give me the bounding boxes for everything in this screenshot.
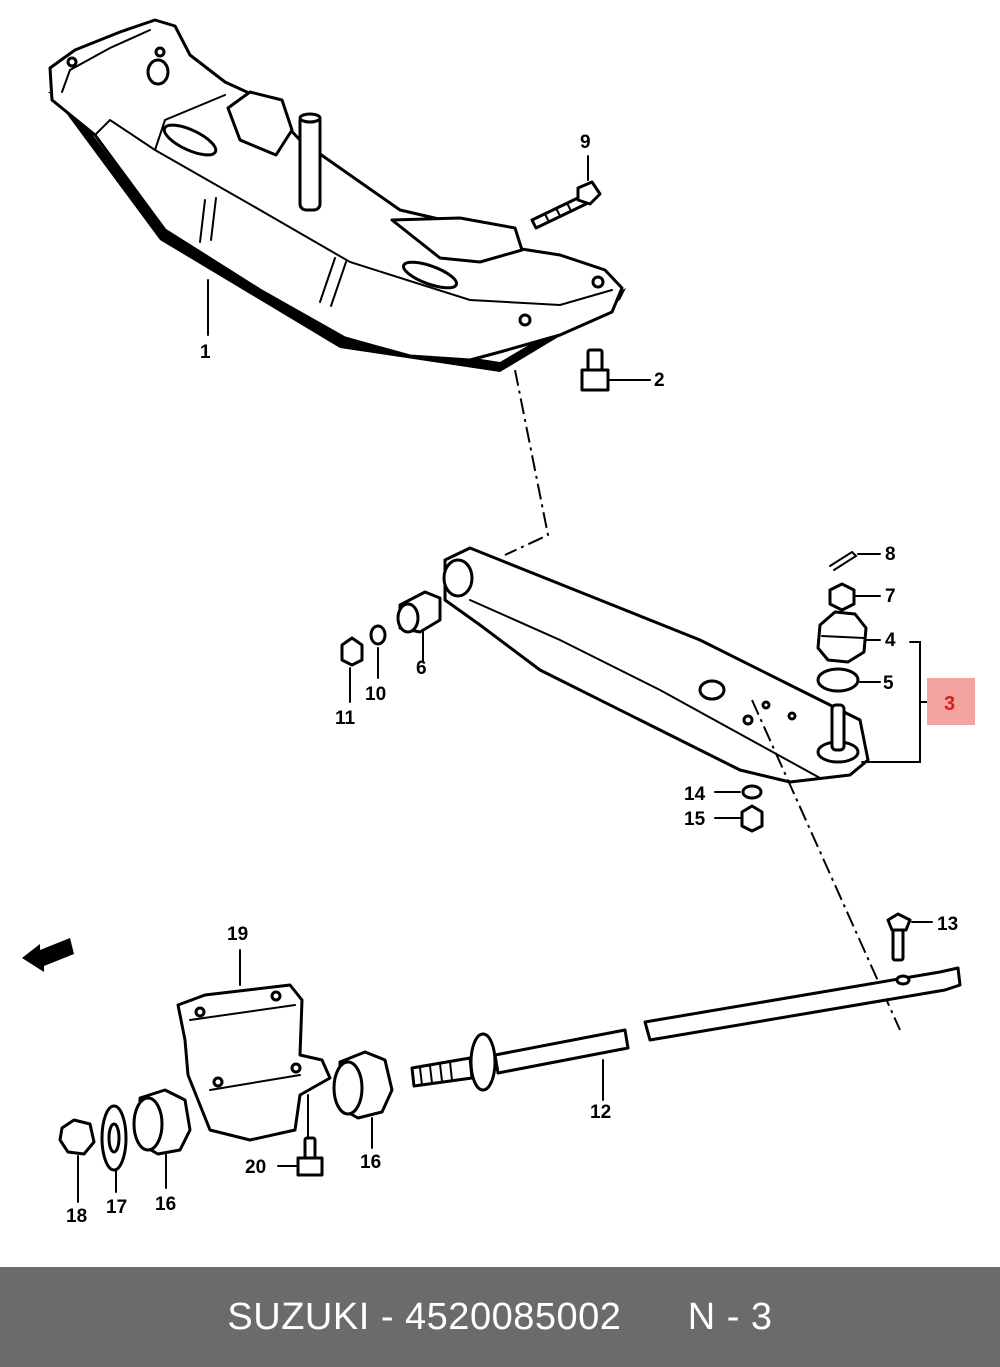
nut-2-part bbox=[580, 348, 610, 392]
bushing-16-right-part bbox=[332, 1050, 394, 1120]
lower-arm-part bbox=[442, 546, 870, 784]
bushing-6-part bbox=[396, 590, 442, 634]
callout-10: 10 bbox=[365, 684, 386, 705]
bolt-9-part bbox=[530, 180, 602, 230]
footer-part-number: SUZUKI - 4520085002 N - 3 bbox=[227, 1295, 773, 1338]
callout-2: 2 bbox=[654, 370, 665, 391]
callout-15: 15 bbox=[684, 809, 706, 830]
bolt-20-part bbox=[296, 1136, 324, 1177]
castle-nut-7-part bbox=[828, 582, 856, 612]
callout-7: 7 bbox=[885, 586, 896, 607]
callout-4: 4 bbox=[885, 630, 896, 651]
cotter-pin-8-part bbox=[829, 550, 858, 571]
callout-16-right: 16 bbox=[360, 1152, 381, 1173]
bolt-13-part bbox=[886, 912, 912, 962]
washer-10-part bbox=[369, 624, 387, 646]
callout-11: 11 bbox=[335, 708, 356, 729]
callout-13: 13 bbox=[937, 914, 958, 935]
nut-11-part bbox=[340, 636, 364, 667]
callout-6: 6 bbox=[416, 658, 427, 679]
parts-diagram: 1 2 3 4 5 6 7 8 9 10 11 12 13 14 15 16 1… bbox=[22, 18, 975, 1227]
callout-5: 5 bbox=[883, 673, 894, 694]
callout-12: 12 bbox=[590, 1102, 611, 1123]
callout-1: 1 bbox=[200, 342, 211, 363]
strut-rod-12-part bbox=[410, 966, 962, 1092]
crossmember-part bbox=[48, 18, 626, 372]
boot-4-part bbox=[816, 610, 868, 664]
bracket-19-part bbox=[176, 983, 332, 1142]
callout-18: 18 bbox=[66, 1206, 87, 1227]
bushing-16-left-part bbox=[132, 1088, 192, 1156]
callout-3-highlight bbox=[927, 678, 975, 725]
callout-14: 14 bbox=[684, 784, 706, 805]
callout-17: 17 bbox=[106, 1197, 127, 1218]
callout-20: 20 bbox=[245, 1157, 266, 1178]
callout-9: 9 bbox=[580, 132, 591, 153]
nut-15-part bbox=[740, 804, 764, 833]
callout-8: 8 bbox=[885, 544, 896, 565]
callout-3: 3 bbox=[944, 693, 955, 715]
callout-16-left: 16 bbox=[155, 1194, 176, 1215]
callout-19: 19 bbox=[227, 924, 248, 945]
front-arrow-icon bbox=[22, 938, 74, 972]
footer-bar: SUZUKI - 4520085002 N - 3 bbox=[0, 1267, 1000, 1367]
ring-5-part bbox=[816, 667, 860, 693]
washer-14-part bbox=[741, 784, 763, 800]
nut-18-part bbox=[58, 1118, 96, 1156]
